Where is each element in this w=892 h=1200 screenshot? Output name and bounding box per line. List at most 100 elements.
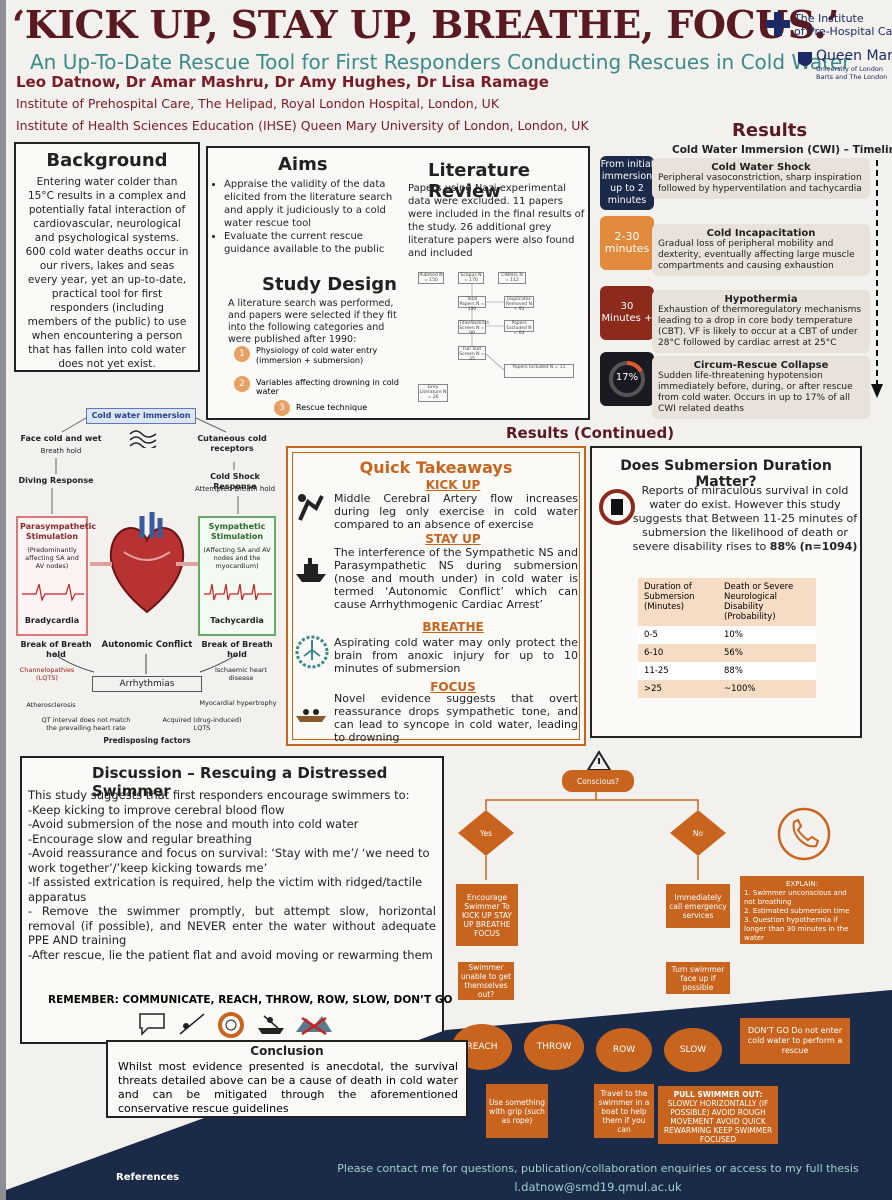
timeline-card-heading: Circum-Rescue Collapse xyxy=(693,360,829,371)
lit-flow-node: Papers Included N = 11 xyxy=(504,364,574,378)
table-cell: >25 xyxy=(638,680,718,698)
category-3-text: Rescue technique xyxy=(296,403,368,412)
references-heading: References xyxy=(116,1172,180,1183)
timeline-arrow xyxy=(871,160,883,398)
fc-yes-diamond xyxy=(458,810,514,856)
diagram-shock: Cold Shock Response xyxy=(210,472,260,491)
warning-triangle-icon xyxy=(586,750,612,771)
category-1-number: 1 xyxy=(234,346,250,362)
table-cell: 88% xyxy=(718,662,816,680)
fc-call: Immediately call emergency services xyxy=(666,884,730,928)
crest-icon xyxy=(798,52,812,66)
discussion-heading: Discussion – Rescuing a Distressed Swimm… xyxy=(92,764,388,800)
discussion-intro: This study suggests that first responder… xyxy=(28,788,410,802)
fc-explain-item: 2. Estimated submersion time xyxy=(744,907,850,915)
logo1-line2: of Pre-Hospital Care xyxy=(794,25,892,38)
focus-label: FOCUS xyxy=(430,680,476,694)
poster: ‘KICK UP, STAY UP, BREATHE, FOCUS.’ An U… xyxy=(6,0,892,1200)
kick-up-label: KICK UP xyxy=(425,478,481,492)
category-3-number: 3 xyxy=(274,400,290,416)
breathe-label: BREATHE xyxy=(422,620,484,634)
results-heading: Results xyxy=(732,120,808,141)
timeline-card: Hypothermia Exhaustion of thermoregulato… xyxy=(652,290,870,353)
institution-1: Institute of Prehospital Care, The Helip… xyxy=(16,96,500,111)
clock-timer-icon xyxy=(599,489,635,525)
lit-review-heading: Literature Review xyxy=(428,160,530,202)
aims-item: Appraise the validity of the data elicit… xyxy=(224,178,400,230)
fc-explain-item: 3. Question hypothermia if longer than 3… xyxy=(744,916,849,942)
table-cell: 11-25 xyxy=(638,662,718,680)
no-entry-water-icon xyxy=(296,1016,332,1036)
submersion-n: (n=1094) xyxy=(799,540,858,553)
diagram-conflict: Autonomic Conflict xyxy=(101,640,193,650)
diagram-arrhythmias: Arrhythmias xyxy=(92,676,202,692)
discussion-item: -Avoid submersion of the nose and mouth … xyxy=(28,817,359,831)
logo1-line1: The Institute xyxy=(794,12,864,25)
rowing-boat-icon xyxy=(258,1015,284,1034)
submersion-table: Duration of Submersion (Minutes) Death o… xyxy=(638,578,816,698)
diagram-brady: Bradycardia xyxy=(24,616,80,625)
diagram-cutaneous: Cutaneous cold receptors xyxy=(197,434,267,453)
contact-email[interactable]: l.datnow@smd19.qmul.ac.uk xyxy=(514,1180,682,1194)
institution-2: Institute of Health Sciences Education (… xyxy=(16,118,589,133)
diagram-predisposing: Predisposing factors xyxy=(103,736,191,745)
fc-explain-item: 1. Swimmer unconscious and not breathing xyxy=(744,889,847,906)
logo2-line2: University of London xyxy=(816,65,884,73)
lungs-icon xyxy=(295,635,329,669)
lit-flow-node: CINAHL N = 112 xyxy=(498,272,526,284)
timeline-badge-dark: 17% xyxy=(600,352,654,406)
fc-explain: EXPLAIN: 1. Swimmer unconscious and not … xyxy=(740,876,864,944)
fc-no-diamond xyxy=(670,810,726,856)
discussion-item: -Keep kicking to improve cerebral blood … xyxy=(28,802,285,817)
timeline-card-text: Exhaustion of thermoregulatory mechanism… xyxy=(658,305,862,348)
background-text: Entering water colder than 15°C results … xyxy=(25,176,189,370)
submersion-box: Does Submersion Duration Matter? Reports… xyxy=(590,446,862,738)
discussion-item: -Encourage slow and regular breathing xyxy=(28,831,252,846)
timeline-card-text: Gradual loss of peripheral mobility and … xyxy=(658,239,855,271)
diagram-top-node: Cold water immersion xyxy=(86,408,196,424)
table-header: Death or Severe Neurological Disability … xyxy=(718,578,816,626)
timeline-circum-rescue-collapse: 17% Circum-Rescue Collapse Sudden life-t… xyxy=(600,352,870,419)
contact-text: Please contact me for questions, publica… xyxy=(337,1162,859,1175)
submersion-text: Reports of miraculous survival in cold w… xyxy=(632,484,858,553)
lit-flow-node: Title/Abstract Screen N = 99 xyxy=(458,320,490,336)
conclusion-text: Whilst most evidence presented is anecdo… xyxy=(118,1060,458,1115)
rescue-boat-icon xyxy=(296,709,326,722)
focus-text: Novel evidence suggests that overt reass… xyxy=(334,692,578,744)
fc-conscious: Conscious? xyxy=(562,770,634,792)
discussion-item: - Remove the swimmer promptly, but attem… xyxy=(28,904,436,947)
study-design-heading: Study Design xyxy=(262,274,397,295)
fc-encourage: Encourage Swimmer To KICK UP STAY UP BRE… xyxy=(456,884,518,946)
results-continued-heading: Results (Continued) xyxy=(506,424,675,442)
timeline-card-text: Sudden life-threatening hypotension imme… xyxy=(658,371,853,414)
timeline-card-heading: Cold Incapacitation xyxy=(706,228,816,239)
lifebuoy-icon xyxy=(218,1012,244,1038)
lit-review-text: Papers using Nazi experimental data were… xyxy=(408,183,585,259)
timeline-badge: 2-30 minutes xyxy=(600,216,654,270)
logo2-line1: Queen Mary xyxy=(816,48,892,64)
aims-list: Appraise the validity of the data elicit… xyxy=(224,178,400,256)
aims-item: Evaluate the current rescue guidance ava… xyxy=(224,230,400,256)
literature-flow-diagram: Pubmed N = 150 Scopus N = 170 CINAHL N =… xyxy=(418,272,586,412)
flowchart-lines xyxy=(485,792,699,880)
physiology-diagram: Cold water immersion Face cold and wet B… xyxy=(12,404,280,750)
table-header-row: Duration of Submersion (Minutes) Death o… xyxy=(638,578,816,626)
ecg-brady-icon xyxy=(22,583,84,602)
diagram-factor: Atherosclerosis xyxy=(26,701,76,709)
discussion-box: Discussion – Rescuing a Distressed Swimm… xyxy=(20,756,452,1044)
fc-dontgo: DON’T GO Do not enter cold water to perf… xyxy=(740,1018,850,1064)
lit-flow-node: Duplicates Removed N = 91 xyxy=(504,296,534,312)
lit-flow-node: Full Text Screen N = 35 xyxy=(458,346,486,362)
background-box: Background Entering water colder than 15… xyxy=(14,142,200,372)
lit-flow-node: Grey Literature N = 26 xyxy=(418,384,448,402)
logo2-line3: Barts and The London xyxy=(816,73,888,81)
stay-up-label: STAY UP xyxy=(425,532,481,546)
submersion-heading: Does Submersion Duration Matter? xyxy=(620,458,832,490)
authors: Leo Datnow, Dr Amar Mashru, Dr Amy Hughe… xyxy=(16,73,549,91)
phone-icon xyxy=(777,807,831,861)
timeline-badge-value: 17% xyxy=(615,372,639,383)
fc-explain-head: EXPLAIN: xyxy=(786,880,818,888)
